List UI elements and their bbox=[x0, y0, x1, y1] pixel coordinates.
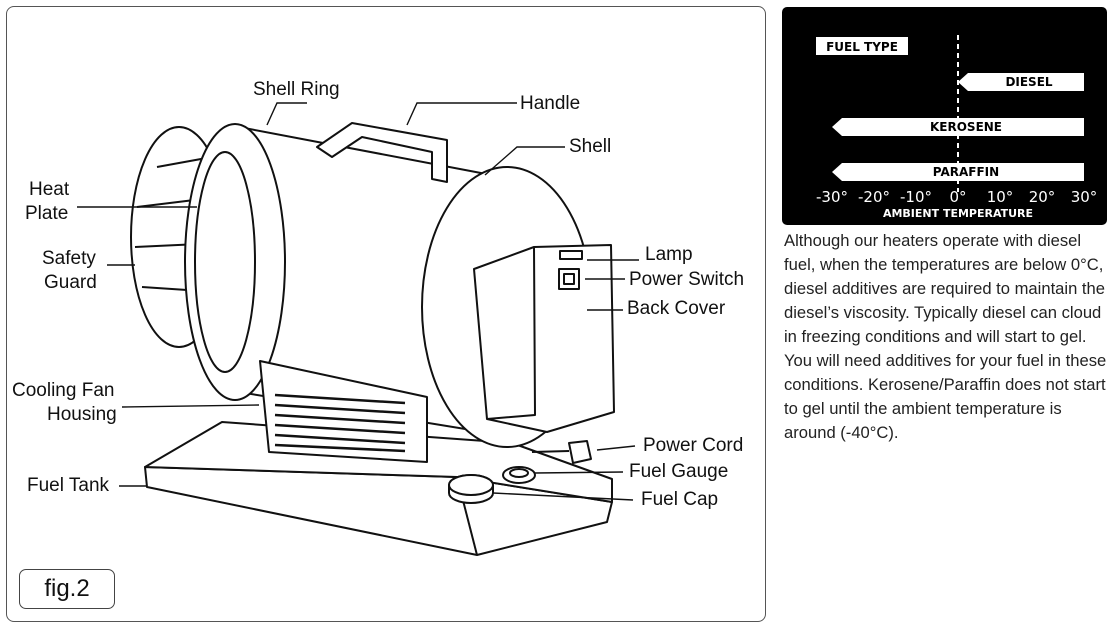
label-shell-ring: Shell Ring bbox=[253, 79, 340, 100]
label-safety: Safety bbox=[42, 248, 96, 269]
bar-kerosene bbox=[832, 118, 1084, 136]
label-back-cover: Back Cover bbox=[627, 298, 726, 319]
bar-label-kerosene: KEROSENE bbox=[930, 120, 1002, 134]
x-axis-label: AMBIENT TEMPERATURE bbox=[883, 207, 1033, 220]
x-tick-label: 20° bbox=[1029, 188, 1056, 206]
label-housing: Housing bbox=[47, 404, 117, 425]
heater-diagram-panel: Shell Ring Handle Shell Heat Plate Safet… bbox=[6, 6, 766, 622]
power-cord-shape bbox=[568, 440, 592, 464]
figure-tag: fig.2 bbox=[19, 569, 115, 609]
handle-shape bbox=[316, 122, 448, 183]
bar-diesel bbox=[958, 73, 1084, 91]
heater-illustration bbox=[77, 102, 639, 556]
label-fuel-gauge: Fuel Gauge bbox=[629, 461, 729, 482]
label-power-switch: Power Switch bbox=[629, 269, 745, 290]
label-handle: Handle bbox=[520, 93, 581, 114]
label-plate: Plate bbox=[25, 203, 69, 224]
fuel-type-chart: FUEL TYPE DIESEL KEROSENE PARAFFIN -30° -20°-… bbox=[782, 7, 1107, 225]
x-tick-label: 10° bbox=[987, 188, 1014, 206]
x-tick-label: -20° bbox=[858, 188, 890, 206]
back-cover-shape bbox=[473, 244, 615, 433]
label-fuel-tank: Fuel Tank bbox=[27, 475, 110, 496]
chart-title-box bbox=[816, 37, 908, 55]
chart-title: FUEL TYPE bbox=[826, 40, 898, 54]
shell-ring-shape bbox=[184, 123, 286, 401]
label-shell: Shell bbox=[569, 136, 612, 157]
label-guard: Guard bbox=[44, 272, 97, 293]
x-tick-label: 30° bbox=[1071, 188, 1098, 206]
bar-paraffin bbox=[832, 163, 1084, 181]
label-power-cord: Power Cord bbox=[643, 435, 744, 456]
bar-label-paraffin: PARAFFIN bbox=[933, 165, 999, 179]
x-tick-label: 0° bbox=[949, 188, 966, 206]
label-cooling-fan: Cooling Fan bbox=[12, 380, 115, 401]
bar-label-diesel: DIESEL bbox=[1005, 75, 1052, 89]
label-fuel-cap: Fuel Cap bbox=[641, 489, 719, 510]
heat-plate-shape bbox=[194, 151, 256, 373]
fuel-type-chart-svg: FUEL TYPE DIESEL KEROSENE PARAFFIN -30° -20°-… bbox=[816, 35, 1098, 220]
label-heat: Heat bbox=[29, 179, 70, 200]
x-tick-label: -10° bbox=[900, 188, 932, 206]
lamp-shape bbox=[559, 250, 583, 260]
x-tick-label: -30° bbox=[816, 188, 848, 206]
label-lamp: Lamp bbox=[645, 244, 693, 265]
fuel-description-text: Although our heaters operate with diesel… bbox=[784, 231, 1107, 442]
